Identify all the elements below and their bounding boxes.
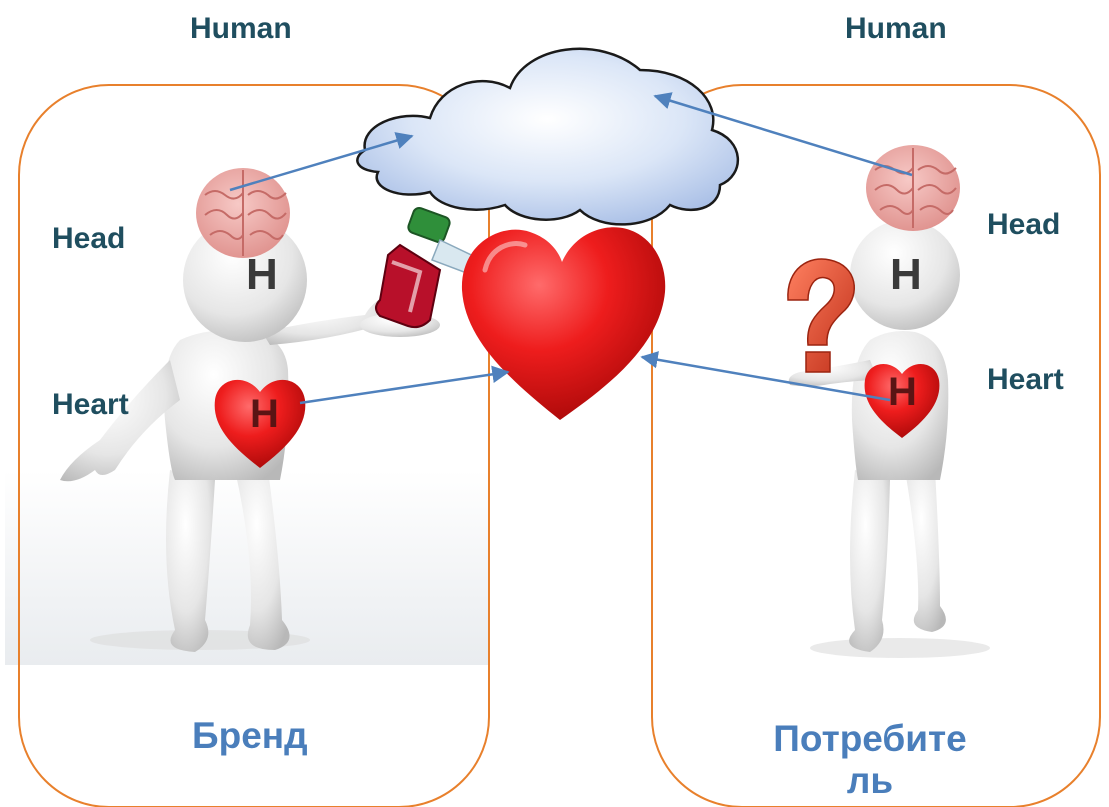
right-brain-icon: [866, 145, 960, 231]
right-human-label: Human: [845, 12, 947, 46]
brand-label: Бренд: [192, 715, 308, 757]
right-head-label: Head: [987, 208, 1060, 242]
consumer-label-line2: ль: [770, 760, 970, 802]
left-human-label: Human: [190, 12, 292, 46]
left-head-label: Head: [52, 222, 125, 256]
question-mark-icon: [788, 259, 854, 372]
right-head-letter: H: [890, 250, 922, 300]
left-heart-letter: H: [250, 392, 279, 437]
cloud-icon: [357, 49, 738, 225]
left-head-letter: H: [246, 250, 278, 300]
consumer-label-line1: Потребите: [770, 718, 970, 760]
left-heart-label: Heart: [52, 388, 129, 422]
arrow-icon-left-heart-to-center: [300, 372, 508, 403]
right-heart-label: Heart: [987, 363, 1064, 397]
left-brain-icon: [196, 168, 290, 258]
right-heart-letter: H: [888, 370, 917, 415]
